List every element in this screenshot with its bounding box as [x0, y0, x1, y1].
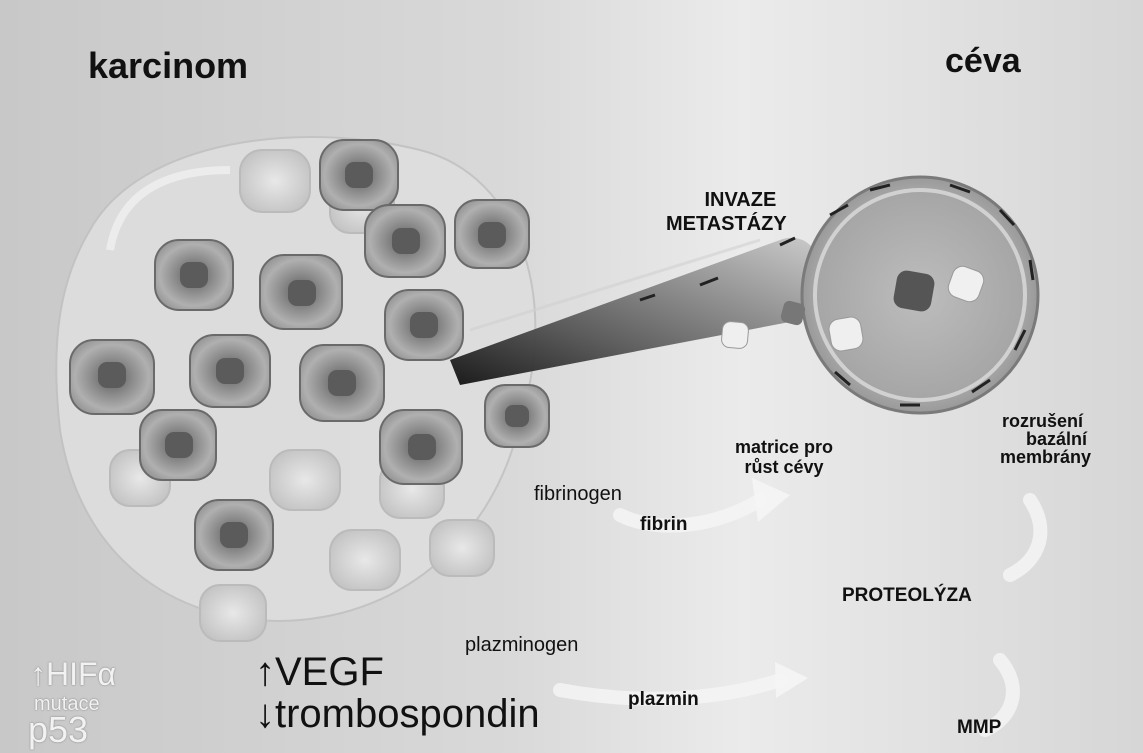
matrix-label: matrice pro růst cévy — [735, 438, 833, 476]
tumor-title: karcinom — [88, 48, 248, 84]
fibrin-label: fibrin — [640, 515, 688, 534]
hif-label: ↑HIFα — [30, 658, 116, 690]
thrombospondin-label: ↓trombospondin — [255, 694, 540, 734]
vegf-label: ↑VEGF — [255, 652, 384, 692]
vessel-title: céva — [945, 44, 1021, 78]
arrow-heads — [752, 478, 808, 698]
plasminogen-label: plazminogen — [465, 635, 578, 655]
plasmin-label: plazmin — [628, 690, 699, 709]
proteolysis-label: PROTEOLÝZA — [842, 586, 972, 605]
fibrinogen-label: fibrinogen — [534, 484, 622, 504]
membrane-label: rozrušení bazální membrány — [1000, 412, 1091, 466]
mmp-label: MMP — [957, 718, 1001, 737]
invasion-label: INVAZE METASTÁZY — [666, 190, 787, 234]
p53-label: p53 — [28, 712, 88, 748]
